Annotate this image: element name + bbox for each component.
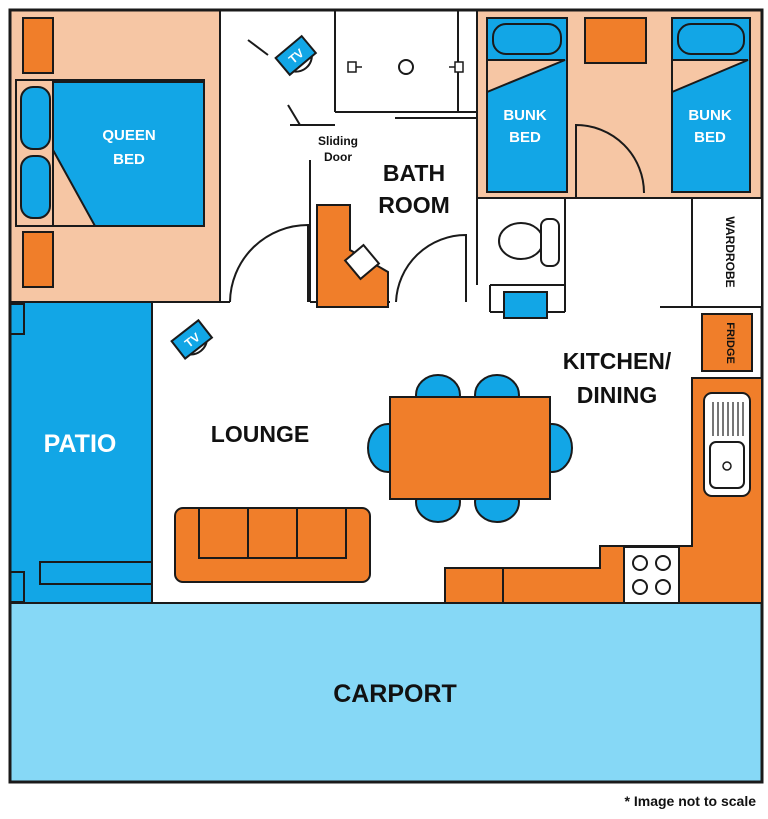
tv-wall-segment: [247, 39, 269, 56]
sink-drainboard: [712, 402, 744, 436]
bedside-table-top: [22, 17, 54, 74]
queen-bed-pillow-bottom: [20, 155, 51, 219]
bunk-bed-2-label-2: BED: [694, 129, 726, 146]
scale-footnote: * Image not to scale: [624, 793, 756, 809]
bunk-bed-1-blanket-fold: [486, 59, 566, 94]
fridge-label: FRIDGE: [724, 322, 736, 364]
bathroom-label-1: BATH: [383, 160, 445, 186]
sliding-door-label-2: Door: [324, 150, 352, 164]
patio-chair-top: [9, 303, 25, 335]
wardrobe: [691, 197, 763, 308]
cooktop-burners: [632, 555, 671, 595]
kitchen-label-2: DINING: [577, 382, 658, 408]
bunk-bed-2-label-1: BUNK: [688, 107, 731, 124]
tv-lounge-icon: TV: [170, 318, 214, 360]
sink-drain: [722, 461, 732, 471]
bunk-room-dresser: [584, 17, 647, 64]
patio-bench: [39, 561, 153, 585]
bathroom-door-swing: [395, 233, 467, 303]
tv-bedroom-icon: TV: [274, 34, 318, 77]
patio-label: PATIO: [44, 430, 117, 458]
queen-bed-label-2: BED: [113, 151, 145, 168]
hall-door-top: [287, 104, 301, 126]
wardrobe-label: WARDROBE: [723, 216, 737, 287]
lounge-label: LOUNGE: [211, 421, 309, 447]
cooktop: [623, 546, 680, 604]
bathroom-label-2: ROOM: [378, 192, 450, 218]
bunk-bed-1-label-1: BUNK: [503, 107, 546, 124]
bedroom-door-swing: [229, 223, 309, 303]
patio-area: [9, 301, 153, 604]
kitchen-label-1: KITCHEN/: [563, 348, 672, 374]
queen-bed-blanket-fold: [52, 149, 97, 227]
bunk-bed-1-label-2: BED: [509, 129, 541, 146]
queen-bed-label-1: QUEEN: [102, 127, 155, 144]
sofa: [174, 507, 371, 583]
fridge: [701, 313, 753, 372]
bedside-table-bottom: [22, 231, 54, 288]
queen-bed-pillow-top: [20, 86, 51, 150]
carport-label: CARPORT: [333, 680, 457, 708]
bathroom-mat: [503, 291, 548, 319]
sliding-door-label-1: Sliding: [318, 134, 358, 148]
bunk-bed-1-pillow: [492, 23, 562, 55]
patio-chair-bottom: [9, 571, 25, 603]
vanity-basin: [343, 243, 381, 281]
bunk-bed-2-pillow: [677, 23, 745, 55]
shower-drain: [398, 59, 414, 75]
bunk-room-door-swing: [575, 123, 645, 198]
carport-area: [9, 602, 763, 783]
shower-fixtures: [347, 59, 464, 75]
dining-table: [389, 396, 551, 500]
bunk-bed-2-blanket-fold: [671, 59, 749, 94]
toilet-icon: [498, 218, 560, 267]
